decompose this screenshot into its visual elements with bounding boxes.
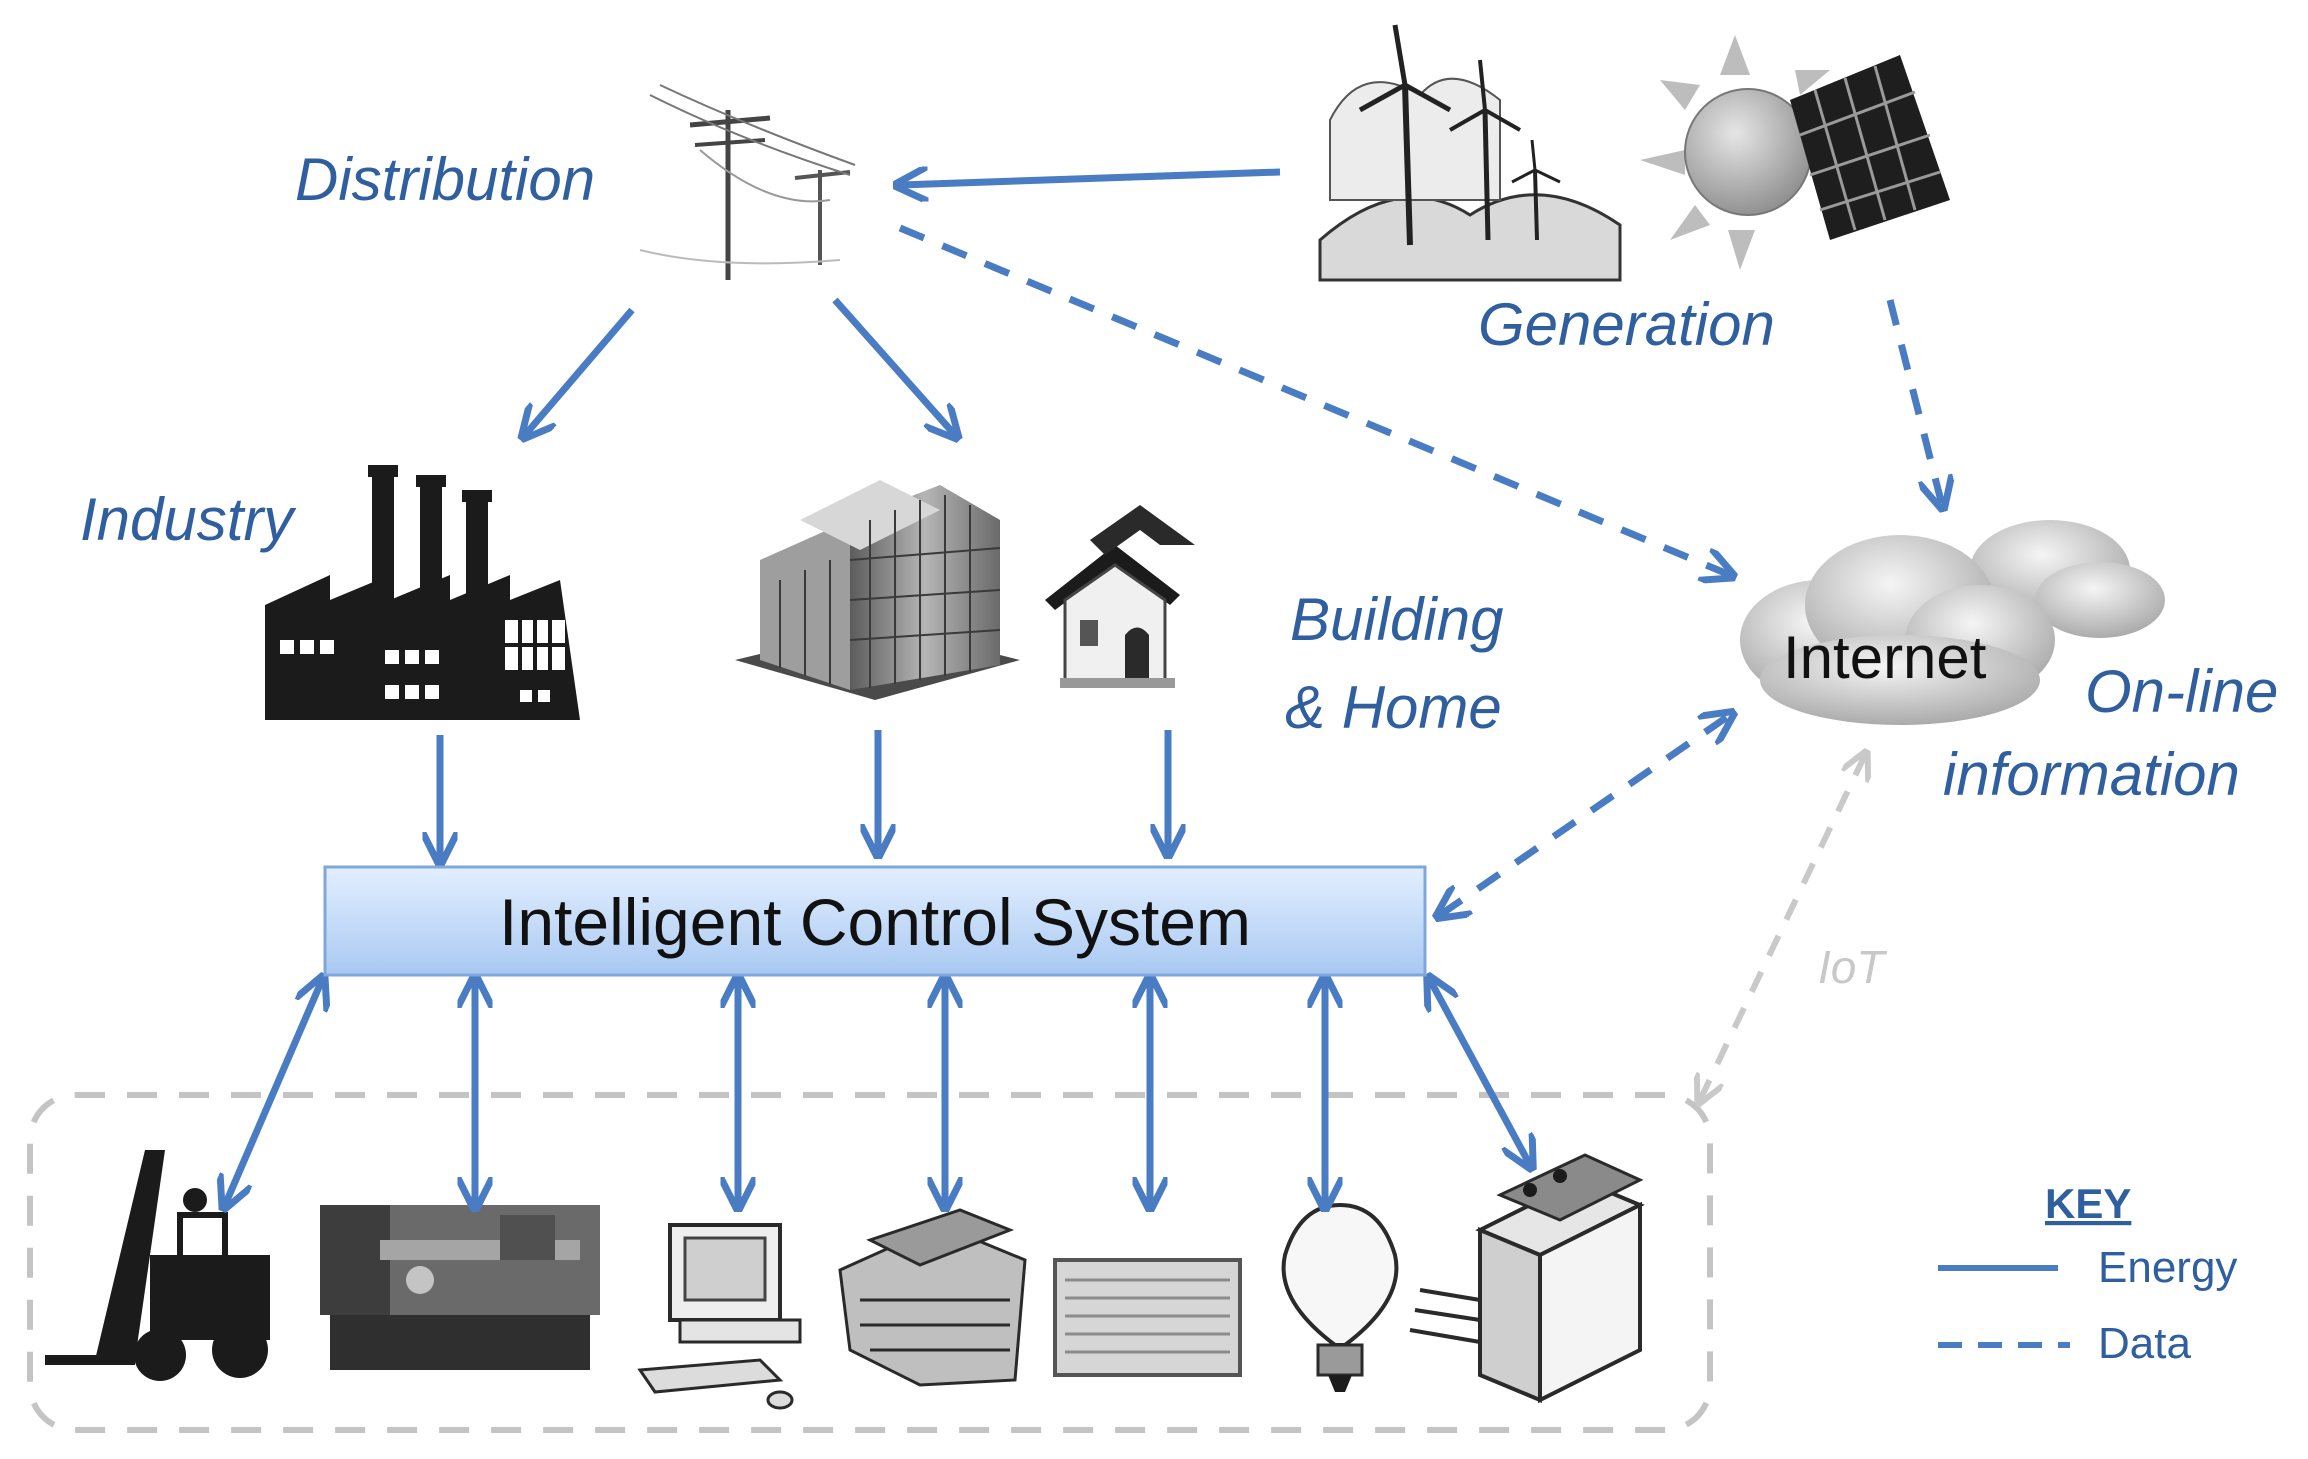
device-group-border xyxy=(27,1092,1713,1433)
computer-icon xyxy=(637,1223,802,1410)
control-system-box xyxy=(323,865,1427,977)
lathe-machine-icon xyxy=(320,1205,600,1370)
solar-panel-icon xyxy=(1790,55,1950,240)
power-pole-icon xyxy=(639,84,856,280)
generation-label: Generation xyxy=(1478,291,1775,358)
wind-turbine-icon xyxy=(1318,24,1622,282)
control-system-label: Intelligent Control System xyxy=(499,885,1251,959)
building-label: Building xyxy=(1290,586,1504,653)
online-label: On-line xyxy=(2085,658,2278,725)
iot-label: IoT xyxy=(1818,941,1887,993)
factory-icon xyxy=(265,465,580,720)
data-arrows xyxy=(898,224,1942,915)
energy-arrows xyxy=(225,172,1530,1205)
legend-title: KEY xyxy=(2045,1180,2131,1227)
forklift-icon xyxy=(45,1150,270,1381)
air-conditioner-icon xyxy=(1053,1258,1242,1377)
sun-icon xyxy=(1640,35,1830,270)
printer-icon xyxy=(838,1208,1027,1387)
legend: KEY Energy Data xyxy=(1938,1180,2237,1368)
office-building-icon xyxy=(735,480,1020,700)
internet-label: Internet xyxy=(1783,624,1987,691)
legend-energy-label: Energy xyxy=(2098,1243,2237,1292)
light-bulb-icon xyxy=(1281,1202,1399,1392)
home-label: & Home xyxy=(1285,674,1502,741)
washing-machine-icon xyxy=(1409,1153,1645,1404)
distribution-label: Distribution xyxy=(295,146,595,213)
iot-arrow xyxy=(1700,755,1865,1100)
house-icon xyxy=(1045,505,1195,688)
industry-label: Industry xyxy=(80,486,297,553)
legend-data-label: Data xyxy=(2098,1319,2191,1368)
information-label: information xyxy=(1943,741,2240,808)
cloud-icon xyxy=(1740,520,2165,725)
